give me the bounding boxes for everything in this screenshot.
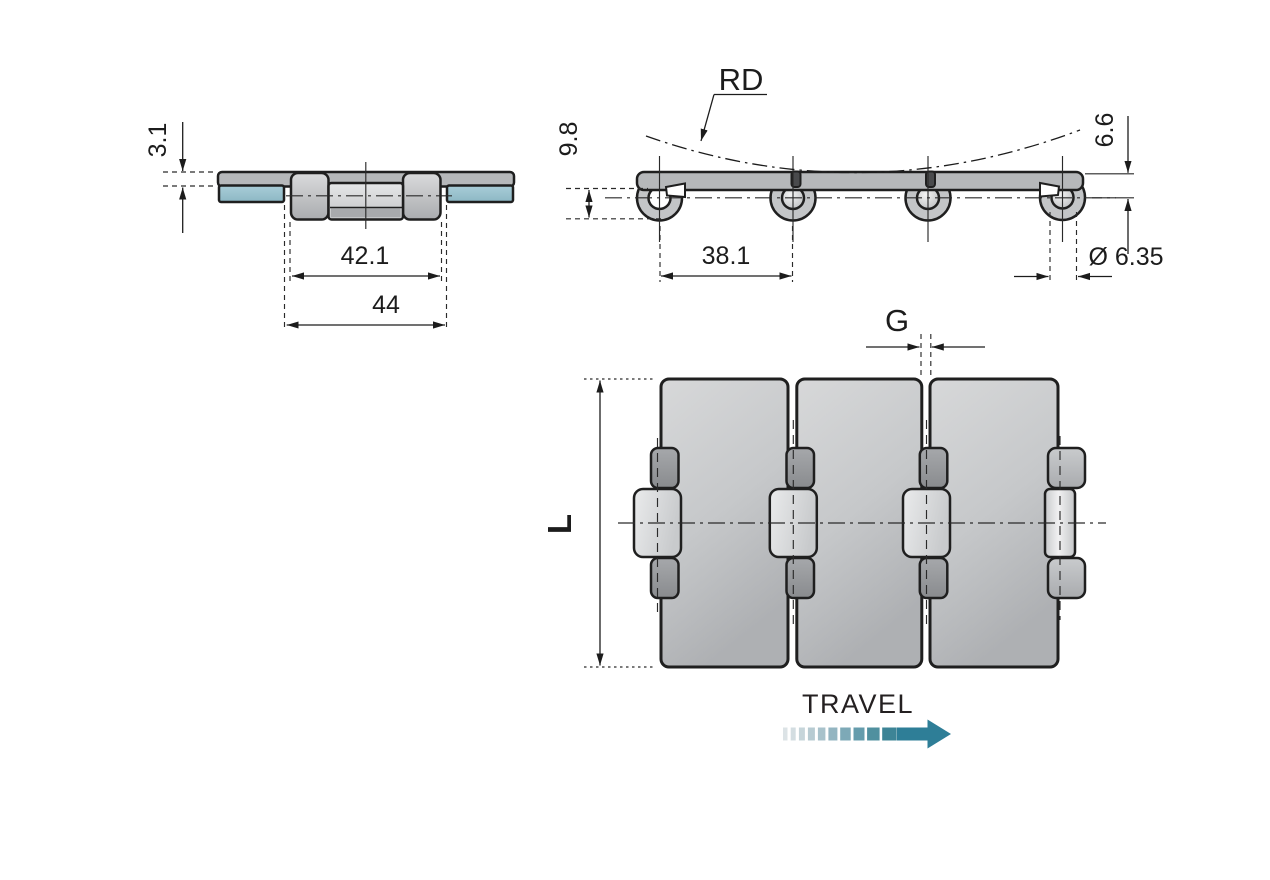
joint3-upper-knuckle [918, 446, 949, 490]
thickness-label: 3.1 [144, 123, 172, 158]
right-curl-mouth [1039, 181, 1061, 198]
dim-loop-height: 9.8 [555, 122, 662, 220]
plate3-right-lower-knuckle [1046, 556, 1087, 600]
top-plate-bar [635, 170, 1085, 192]
backflex-radius-arc [645, 129, 1081, 174]
left-curl-mouth [664, 182, 686, 199]
joint3-lower-knuckle [918, 556, 949, 600]
link-joint-slot-2 [925, 170, 936, 188]
hinge-width-label: 42.1 [341, 242, 390, 270]
top-view: L G [541, 303, 1106, 669]
travel-arrow-segment [867, 727, 880, 741]
cross-section-view: 3.1 42.1 44 [144, 122, 516, 331]
travel-arrow-segment [828, 727, 838, 741]
joint1-lower-knuckle [649, 556, 680, 600]
travel-arrow-segment [790, 727, 796, 741]
dim-overall-width: 44 [283, 205, 448, 331]
travel-arrow-segment [783, 727, 788, 741]
link-joint-slot-1 [790, 170, 802, 188]
travel-direction-arrow [783, 719, 951, 749]
joint2-upper-knuckle [785, 446, 816, 490]
dim-top-height: 6.6 [1085, 113, 1134, 254]
travel-arrowhead [927, 719, 951, 749]
left-wear-pad [217, 184, 286, 204]
dim-hinge-width: 42.1 [289, 222, 443, 282]
dim-plate-width: L [541, 378, 654, 668]
gap-label: G [885, 303, 909, 338]
travel-arrow-segment [817, 727, 826, 741]
dim-pitch: 38.1 [659, 226, 794, 282]
side-view: RD 9.8 6.6 38.1 Ø [555, 62, 1164, 283]
dim-gap: G [866, 303, 985, 377]
pitch-label: 38.1 [702, 242, 751, 270]
travel-arrow-segment [853, 727, 865, 741]
right-wear-pad [445, 184, 515, 204]
overall-width-label: 44 [372, 291, 400, 319]
joint2-lower-knuckle [785, 556, 816, 600]
joint1-upper-knuckle [649, 446, 680, 490]
dim-thickness: 3.1 [144, 122, 216, 233]
dim-pin-diameter: Ø 6.35 [1014, 212, 1164, 283]
travel-arrow-shaft [897, 727, 928, 741]
travel-arrow-segment [798, 727, 805, 741]
travel-indicator: TRAVEL [783, 689, 951, 749]
plate-width-label: L [541, 514, 578, 534]
plate3-right-upper-knuckle [1046, 446, 1087, 490]
loop-height-label: 9.8 [555, 122, 583, 157]
top-height-label: 6.6 [1091, 113, 1119, 148]
radius-label: RD [719, 62, 764, 97]
travel-arrow-segment [807, 727, 815, 741]
dim-backflex-radius: RD [700, 62, 767, 142]
travel-arrow-segment [882, 727, 897, 741]
travel-label: TRAVEL [802, 689, 914, 719]
travel-arrow-segment [840, 727, 851, 741]
pin-diameter-label: Ø 6.35 [1088, 243, 1163, 271]
